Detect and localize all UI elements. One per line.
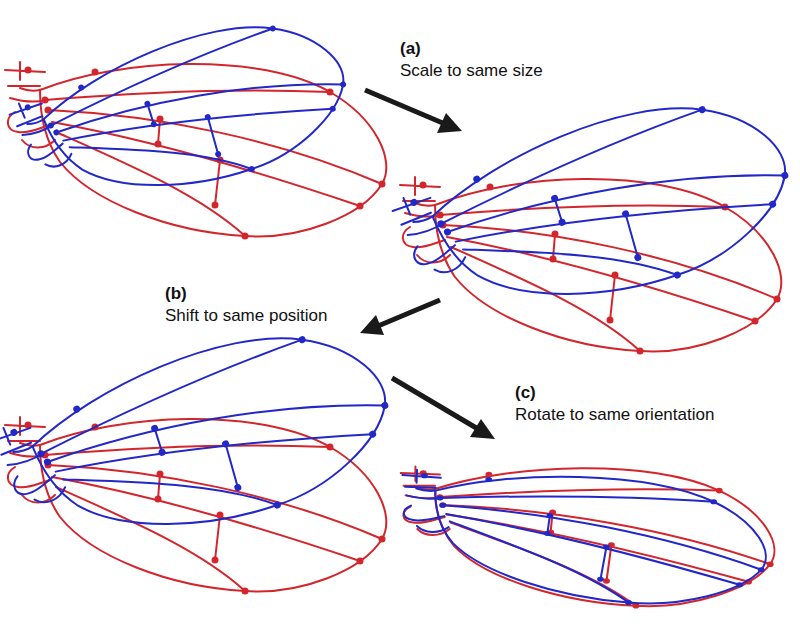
step-caption: Shift to same position	[165, 305, 328, 326]
step-letter: (b)	[165, 283, 187, 304]
step-letter: (c)	[515, 382, 536, 403]
step-caption: Scale to same size	[400, 60, 543, 81]
step-caption: Rotate to same orientation	[515, 404, 714, 425]
step-letter: (a)	[400, 38, 421, 59]
